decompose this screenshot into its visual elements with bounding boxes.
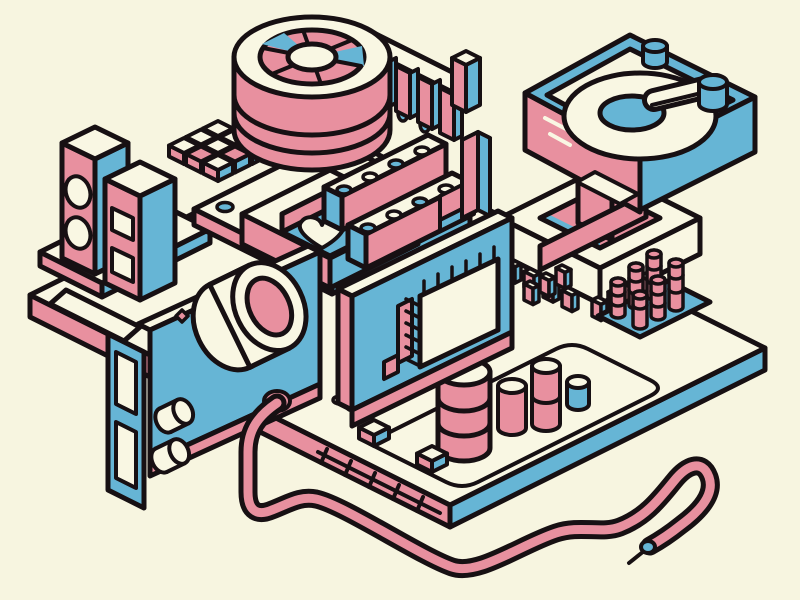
fan-cooler — [231, 14, 393, 173]
sound-card — [47, 243, 323, 511]
transistor — [415, 444, 449, 474]
transistors — [357, 418, 449, 474]
gpu-chip — [404, 245, 501, 370]
pin-headers — [595, 248, 713, 340]
capacitor — [496, 377, 528, 437]
cable-tip — [639, 539, 657, 555]
ram-slots — [321, 130, 492, 271]
slat — [450, 49, 482, 114]
slot-bracket — [438, 130, 492, 233]
cube — [201, 153, 235, 183]
hdd-pivot — [697, 73, 729, 113]
cube-grid — [167, 119, 269, 183]
port-tower — [102, 159, 178, 303]
knob — [149, 437, 192, 475]
capacitor-blue — [565, 374, 591, 412]
bracket-slot — [114, 350, 138, 416]
power-cable — [238, 393, 720, 579]
hdd-post — [641, 38, 669, 70]
transistor — [357, 418, 391, 448]
bracket-slot — [114, 420, 138, 490]
fan-spokes — [261, 28, 363, 86]
round-port — [63, 174, 93, 210]
rect-port — [110, 206, 135, 242]
gpu-card — [335, 208, 515, 429]
header-pin — [649, 274, 667, 322]
card-bracket — [47, 287, 147, 511]
fan-hub — [285, 41, 339, 73]
slat — [416, 75, 442, 131]
header-pin — [631, 289, 649, 331]
drum-connector — [190, 260, 309, 373]
hard-drive — [522, 32, 758, 215]
pin — [554, 263, 573, 291]
rect-port — [110, 246, 135, 284]
cable-wire — [627, 549, 646, 565]
pin — [538, 271, 557, 299]
knob — [153, 397, 196, 435]
hdd-connector — [575, 170, 640, 206]
round-port — [63, 215, 93, 251]
header-pin — [609, 276, 627, 320]
header-pin — [667, 257, 685, 313]
pin — [522, 279, 541, 307]
ram-slot — [321, 132, 449, 233]
capacitor — [530, 357, 562, 433]
